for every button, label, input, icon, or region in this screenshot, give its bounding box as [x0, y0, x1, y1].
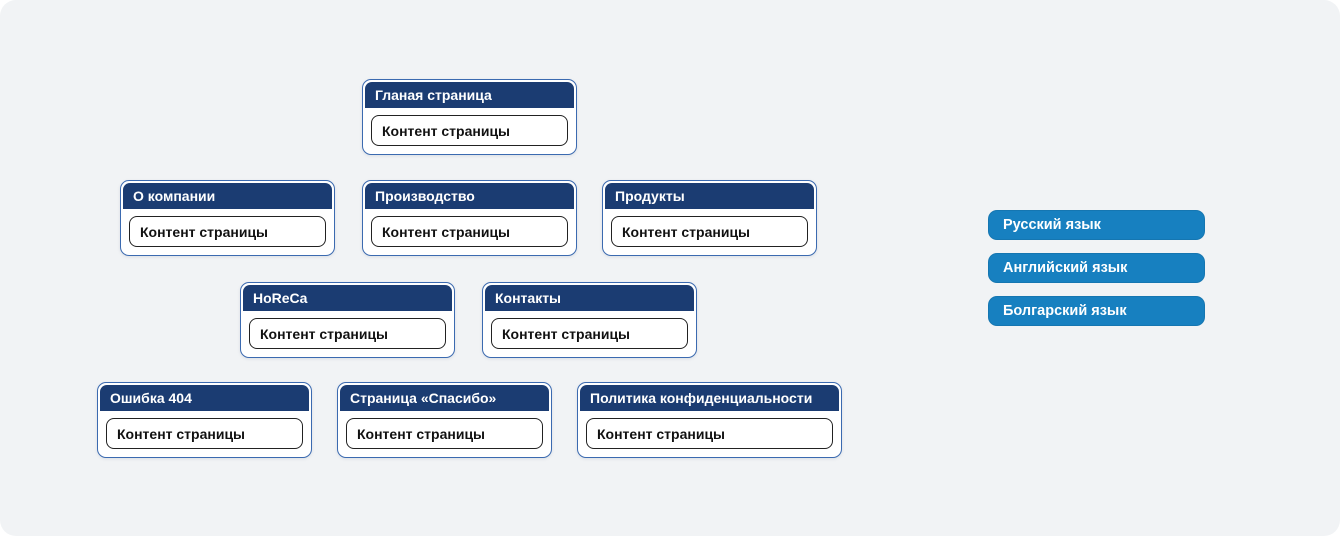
card-header: Политика конфиденциальности: [580, 385, 839, 411]
card-header: Контакты: [485, 285, 694, 311]
card-body: Контент страницы: [98, 411, 311, 449]
sitemap-card-contacts[interactable]: Контакты Контент страницы: [482, 282, 697, 358]
language-button-label: Русский язык: [1003, 217, 1101, 233]
card-header: Продукты: [605, 183, 814, 209]
lang-button-english[interactable]: Английский язык: [988, 253, 1205, 283]
card-title: Политика конфиденциальности: [590, 390, 813, 406]
sitemap-card-about[interactable]: О компании Контент страницы: [120, 180, 335, 256]
language-button-label: Болгарский язык: [1003, 303, 1127, 319]
card-header: Страница «Спасибо»: [340, 385, 549, 411]
sitemap-card-privacy-policy[interactable]: Политика конфиденциальности Контент стра…: [577, 382, 842, 458]
card-content-label: Контент страницы: [382, 223, 511, 240]
sitemap-card-thank-you[interactable]: Страница «Спасибо» Контент страницы: [337, 382, 552, 458]
card-body: Контент страницы: [363, 108, 576, 146]
card-body: Контент страницы: [241, 311, 454, 349]
card-content-label: Контент страницы: [357, 425, 486, 442]
sitemap-card-production[interactable]: Производство Контент страницы: [362, 180, 577, 256]
card-content-label: Контент страницы: [140, 223, 269, 240]
card-content-box: Контент страницы: [346, 418, 543, 449]
sitemap-card-horeca[interactable]: HoReCa Контент страницы: [240, 282, 455, 358]
card-content-box: Контент страницы: [249, 318, 446, 349]
card-content-box: Контент страницы: [491, 318, 688, 349]
card-body: Контент страницы: [578, 411, 841, 449]
card-title: Ошибка 404: [110, 390, 192, 406]
sitemap-card-error-404[interactable]: Ошибка 404 Контент страницы: [97, 382, 312, 458]
card-content-box: Контент страницы: [106, 418, 303, 449]
card-content-label: Контент страницы: [260, 325, 389, 342]
card-title: Продукты: [615, 188, 685, 204]
card-title: Гланая страница: [375, 87, 492, 103]
card-body: Контент страницы: [603, 209, 816, 247]
sitemap-card-products[interactable]: Продукты Контент страницы: [602, 180, 817, 256]
card-content-box: Контент страницы: [611, 216, 808, 247]
card-header: HoReCa: [243, 285, 452, 311]
card-content-label: Контент страницы: [117, 425, 246, 442]
card-title: HoReCa: [253, 290, 308, 306]
card-body: Контент страницы: [121, 209, 334, 247]
card-body: Контент страницы: [483, 311, 696, 349]
card-body: Контент страницы: [338, 411, 551, 449]
card-header: Производство: [365, 183, 574, 209]
card-content-box: Контент страницы: [129, 216, 326, 247]
card-header: Ошибка 404: [100, 385, 309, 411]
card-title: Страница «Спасибо»: [350, 390, 497, 406]
card-content-box: Контент страницы: [371, 216, 568, 247]
language-button-label: Английский язык: [1003, 260, 1128, 276]
card-content-label: Контент страницы: [502, 325, 631, 342]
card-body: Контент страницы: [363, 209, 576, 247]
card-title: О компании: [133, 188, 216, 204]
card-header: О компании: [123, 183, 332, 209]
card-content-label: Контент страницы: [622, 223, 751, 240]
lang-button-russian[interactable]: Русский язык: [988, 210, 1205, 240]
card-title: Производство: [375, 188, 475, 204]
lang-button-bulgarian[interactable]: Болгарский язык: [988, 296, 1205, 326]
card-title: Контакты: [495, 290, 562, 306]
card-content-box: Контент страницы: [371, 115, 568, 146]
card-header: Гланая страница: [365, 82, 574, 108]
card-content-label: Контент страницы: [382, 122, 511, 139]
card-content-label: Контент страницы: [597, 425, 726, 442]
card-content-box: Контент страницы: [586, 418, 833, 449]
sitemap-card-home[interactable]: Гланая страница Контент страницы: [362, 79, 577, 155]
